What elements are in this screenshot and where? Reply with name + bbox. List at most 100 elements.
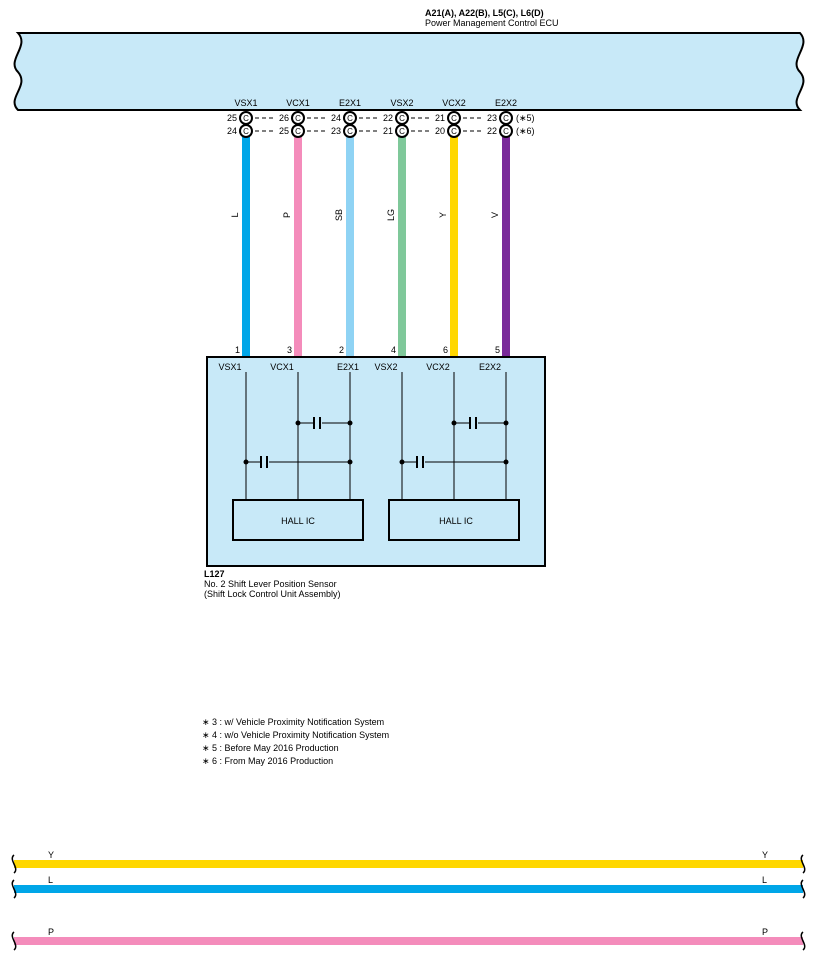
connector-circle-bottom <box>343 124 357 138</box>
ecu-pin-name: VSX1 <box>234 98 257 108</box>
wire-break-left <box>11 879 17 899</box>
connector-letter: C <box>399 114 405 123</box>
connector-circle-bottom <box>291 124 305 138</box>
sensor-label: L127 No. 2 Shift Lever Position Sensor (… <box>204 569 341 599</box>
bottom-wire-l <box>14 885 803 893</box>
footnote: ∗ 4 : w/o Vehicle Proximity Notification… <box>202 730 390 740</box>
sensor-pin-name: E2X2 <box>479 362 501 372</box>
wire-color-label: LG <box>386 209 396 221</box>
wire-lg <box>398 137 406 358</box>
sensor-circuit-left <box>245 372 351 500</box>
connector-letter: C <box>399 127 405 136</box>
wire-y <box>450 137 458 358</box>
bottom-wire-label: Y <box>762 850 768 860</box>
wire-break-right <box>800 931 806 951</box>
sensor-code: L127 <box>204 569 225 579</box>
sensor-pin-number: 2 <box>339 345 344 355</box>
wire-l <box>242 137 250 358</box>
ecu-pin-name: VSX2 <box>390 98 413 108</box>
ecu-pin-name: E2X2 <box>495 98 517 108</box>
bottom-wire-label: L <box>48 875 53 885</box>
connector-letter: C <box>243 127 249 136</box>
connector-letter: C <box>451 127 457 136</box>
connector-circle-bottom <box>499 124 513 138</box>
pin-number-bottom: 25 <box>279 126 289 136</box>
connector-letter: C <box>243 114 249 123</box>
sensor-name-line1: No. 2 Shift Lever Position Sensor <box>204 579 337 589</box>
bottom-wire-label: L <box>762 875 767 885</box>
variant-top-label: (∗5) <box>516 113 535 123</box>
bottom-wire-label: P <box>48 927 54 937</box>
hall-ic-box-2 <box>388 499 520 541</box>
wire-v <box>502 137 510 358</box>
wire-break-left <box>11 931 17 951</box>
ecu-box <box>13 32 805 111</box>
sensor-pin-name: VCX1 <box>270 362 294 372</box>
wire-color-label: Y <box>438 212 448 218</box>
bottom-wire-label: Y <box>48 850 54 860</box>
ecu-label: A21(A), A22(B), L5(C), L6(D) Power Manag… <box>425 8 559 28</box>
ecu-pin-name: E2X1 <box>339 98 361 108</box>
pin-number-top: 21 <box>435 113 445 123</box>
sensor-pin-number: 3 <box>287 345 292 355</box>
pin-number-bottom: 22 <box>487 126 497 136</box>
connector-letter: C <box>451 114 457 123</box>
connector-letter: C <box>347 114 353 123</box>
sensor-pin-name: E2X1 <box>337 362 359 372</box>
wire-color-label: V <box>490 212 500 218</box>
hall-ic-label-2: HALL IC <box>439 516 473 526</box>
connector-circle-bottom <box>447 124 461 138</box>
connector-circle-bottom <box>239 124 253 138</box>
connector-letter: C <box>295 127 301 136</box>
footnote: ∗ 3 : w/ Vehicle Proximity Notification … <box>202 717 385 727</box>
wire-break-right <box>800 854 806 874</box>
sensor-pin-name: VSX2 <box>374 362 397 372</box>
connector-letter: C <box>295 114 301 123</box>
pin-number-top: 22 <box>383 113 393 123</box>
connector-letter: C <box>503 114 509 123</box>
pin-number-top: 26 <box>279 113 289 123</box>
footnotes: ∗ 3 : w/ Vehicle Proximity Notification … <box>202 716 389 768</box>
pin-number-top: 23 <box>487 113 497 123</box>
ecu-name: Power Management Control ECU <box>425 18 559 28</box>
bottom-wire-y <box>14 860 803 868</box>
bottom-wire-p <box>14 937 803 945</box>
sensor-pin-number: 4 <box>391 345 396 355</box>
ecu-connectors: A21(A), A22(B), L5(C), L6(D) <box>425 8 544 18</box>
junction-dots <box>243 420 509 465</box>
sensor-pin-name: VSX1 <box>218 362 241 372</box>
ecu-pin-group: VSX12524CCLVCX12625CCPE2X12423CCSBVSX222… <box>227 98 517 358</box>
sensor-circuit-right <box>401 372 507 500</box>
bottom-wire-group: Y Y L L P P <box>11 850 806 951</box>
connector-circle-bottom <box>395 124 409 138</box>
ecu-pin-name: VCX2 <box>442 98 466 108</box>
pin-number-bottom: 23 <box>331 126 341 136</box>
sensor-name-line2: (Shift Lock Control Unit Assembly) <box>204 589 341 599</box>
wire-break-right <box>800 879 806 899</box>
footnote: ∗ 5 : Before May 2016 Production <box>202 743 339 753</box>
pin-number-bottom: 24 <box>227 126 237 136</box>
wire-color-label: L <box>230 212 240 217</box>
ecu-pin-name: VCX1 <box>286 98 310 108</box>
sensor-pin-number: 5 <box>495 345 500 355</box>
wire-color-label: SB <box>334 209 344 221</box>
pin-number-bottom: 21 <box>383 126 393 136</box>
pin-number-bottom: 20 <box>435 126 445 136</box>
pin-number-top: 25 <box>227 113 237 123</box>
bottom-wire-label: P <box>762 927 768 937</box>
wire-break-left <box>11 854 17 874</box>
hall-ic-label-1: HALL IC <box>281 516 315 526</box>
wire-sb <box>346 137 354 358</box>
sensor-pin-number: 6 <box>443 345 448 355</box>
wire-p <box>294 137 302 358</box>
connector-letter: C <box>503 127 509 136</box>
wire-color-label: P <box>282 212 292 218</box>
hall-ic-box-1 <box>232 499 364 541</box>
sensor-pin-name: VCX2 <box>426 362 450 372</box>
footnote: ∗ 6 : From May 2016 Production <box>202 756 334 766</box>
pin-number-top: 24 <box>331 113 341 123</box>
connector-letter: C <box>347 127 353 136</box>
sensor-pin-number: 1 <box>235 345 240 355</box>
